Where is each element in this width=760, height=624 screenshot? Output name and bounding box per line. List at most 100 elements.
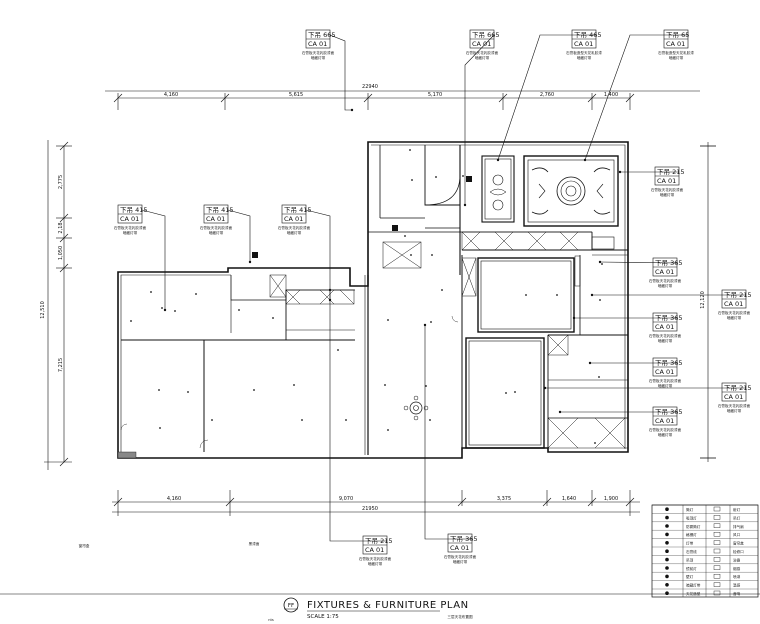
window-box-note: 窗帘盒	[79, 543, 90, 548]
elevation-tag-note: 暗藏灯带	[658, 338, 673, 343]
leader-line	[141, 209, 166, 310]
legend-symbol-icon	[665, 557, 669, 562]
downlight-icon	[601, 263, 603, 265]
legend-label: 筒灯	[686, 507, 694, 512]
elevation-tag-ref: CA 01	[724, 393, 743, 401]
leader-arrow	[328, 288, 332, 292]
leader-line	[424, 325, 472, 540]
downlight-icon	[404, 235, 406, 237]
title-circle	[283, 597, 299, 613]
elevation-tag-note: 暗藏灯带	[727, 408, 742, 413]
legend-label: 石膏线	[686, 549, 697, 554]
plan-title-small: nts	[268, 618, 274, 622]
downlight-icon	[345, 419, 347, 421]
black-paint-note: 黑漆面	[249, 541, 260, 546]
legend-label: 天花造型	[686, 591, 701, 596]
bottom-dimension-segment: 3,375	[497, 496, 511, 502]
elevation-tag-note: 暗藏灯带	[658, 283, 673, 288]
exhaust-fan-icon	[252, 252, 258, 258]
bottom-dimension-segment: 9,070	[339, 496, 353, 502]
legend-label: 格栅灯	[686, 532, 697, 537]
elevation-tag-note: 暗藏灯带	[577, 55, 592, 60]
elevation-tag-note: 暗藏灯带	[453, 559, 468, 564]
leader-arrow	[163, 308, 167, 312]
legend-symbol-icon	[713, 515, 721, 520]
top-dimension-segment: 5,170	[428, 92, 442, 98]
leader-line	[464, 34, 495, 205]
leader-arrow	[350, 108, 354, 112]
elevation-tag-note: 石膏板天花乳胶漆面	[359, 556, 392, 561]
leader-arrow	[543, 386, 547, 390]
legend-label: 镜前灯	[686, 566, 697, 571]
downlight-icon	[293, 384, 295, 386]
legend-label: 音响	[733, 591, 741, 596]
downlight-icon	[598, 376, 600, 378]
downlight-icon	[430, 321, 432, 323]
downlight-icon	[441, 289, 443, 291]
legend-label: 射灯	[733, 507, 741, 512]
elevation-tag-note: 暗藏灯带	[660, 192, 675, 197]
leader-arrow	[463, 203, 467, 207]
top-dimension-segment: 2,760	[540, 92, 554, 98]
left-dimension-segment: 2,775	[58, 175, 64, 189]
bottom-dimension-segment: 4,160	[167, 496, 181, 502]
elevation-tag-ref: CA 01	[655, 268, 674, 276]
elevation-tag-note: 暗藏灯带	[123, 230, 138, 235]
bottom-dimension-segment: 1,900	[604, 496, 618, 502]
downlight-icon	[429, 419, 431, 421]
leader-arrow	[618, 170, 622, 174]
downlight-icon	[462, 175, 464, 177]
elevation-tag-note: 暗藏灯带	[368, 561, 383, 566]
legend-symbol-icon	[713, 540, 721, 545]
left-total-dimension: 12,510	[40, 301, 46, 319]
legend-symbol-icon	[713, 590, 721, 596]
legend-symbol-icon	[713, 532, 721, 537]
leader-arrow	[248, 260, 252, 264]
elevation-tag-note: 石膏板天花乳胶漆面	[200, 225, 233, 230]
right-total-dimension: 12,120	[700, 291, 706, 309]
elevation-tag-code: 下吊 665	[472, 31, 499, 39]
legend-symbol-icon	[665, 566, 669, 570]
elevation-tag-ref: CA 01	[574, 40, 593, 48]
downlight-icon	[514, 391, 516, 393]
elevation-tag-note: 石膏板天花乳胶漆面	[302, 50, 335, 55]
elevation-tag-note: 暗藏灯带	[658, 383, 673, 388]
elevation-tag-ref: CA 01	[120, 215, 139, 223]
elevation-tag-note: 石膏板造型天花乳胶漆	[658, 50, 694, 55]
legend-label: 烟感	[733, 566, 741, 571]
elevation-tag-ref: CA 01	[655, 323, 674, 331]
downlight-icon	[130, 320, 132, 322]
elevation-tag-note: 石膏板天花乳胶漆面	[651, 187, 684, 192]
legend-label: 吸顶灯	[686, 515, 697, 520]
legend-symbol-icon	[713, 506, 721, 512]
elevation-tag-note: 石膏板天花乳胶漆面	[718, 310, 751, 315]
elevation-tag-note: 石膏板天花乳胶漆面	[649, 278, 682, 283]
elevation-tag-code: 下吊 415	[120, 206, 147, 214]
elevation-tag-note: 石膏板天花乳胶漆面	[718, 403, 751, 408]
legend-symbol-icon	[665, 524, 669, 528]
elevation-tag-note: 石膏板天花乳胶漆面	[466, 50, 499, 55]
exhaust-fan-icon	[392, 225, 398, 231]
legend-symbol-icon	[713, 548, 721, 554]
legend-symbol-icon	[713, 565, 721, 570]
downlight-icon	[253, 389, 255, 391]
downlight-icon	[409, 149, 411, 151]
top-dimension-segment: 4,160	[164, 92, 178, 98]
downlight-icon	[158, 389, 160, 391]
elevation-tag-note: 暗藏灯带	[287, 230, 302, 235]
legend-label: 防雾筒灯	[686, 524, 701, 529]
legend-label: 浴霸	[733, 557, 741, 562]
leader-arrow	[572, 316, 576, 320]
elevation-tag-note: 石膏板造型天花乳胶漆	[566, 50, 602, 55]
downlight-icon	[425, 385, 427, 387]
downlight-icon	[211, 419, 213, 421]
leader-line	[599, 261, 678, 264]
elevation-tag-ref: CA 01	[365, 546, 384, 554]
elevation-tag-code: 下吊 415	[284, 206, 311, 214]
elevation-tag-ref: CA 01	[724, 300, 743, 308]
elevation-tag-note: 暗藏灯带	[669, 55, 684, 60]
downlight-icon	[505, 392, 507, 394]
legend-symbol-icon	[665, 507, 669, 512]
downlight-icon	[384, 384, 386, 386]
top-dimension-segment: 1,400	[604, 92, 618, 98]
